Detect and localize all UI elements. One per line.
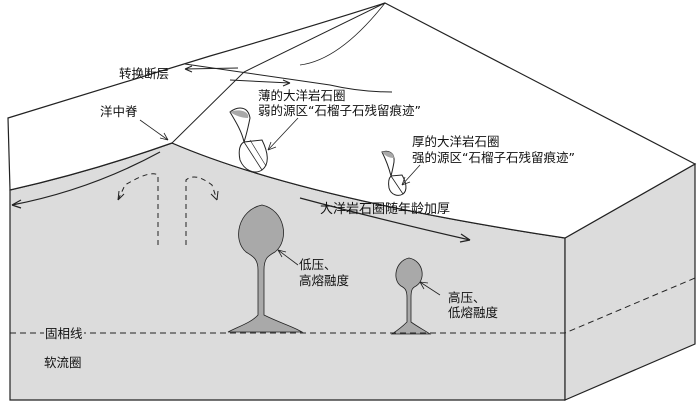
leader-ridge-head (159, 132, 169, 141)
spreading-arrow-right (299, 197, 471, 243)
label-low-pressure: 低压、 (299, 257, 337, 272)
label-mid-ocean-ridge: 洋中脊 (100, 104, 138, 119)
label-weak-garnet-signature: 弱的源区“石榴子石残留痕迹” (258, 103, 421, 118)
plume-high-pressure (390, 257, 432, 335)
leader-thick (401, 164, 421, 186)
leader-thick-head (401, 176, 411, 186)
garnet-residue-symbol-thick (381, 150, 407, 196)
flow-arrowhead-left (117, 190, 125, 201)
label-solidus: 固相线 (44, 326, 84, 341)
label-low-melting: 低熔融度 (448, 305, 499, 320)
label-thick-lithosphere: 厚的大洋岩石圈 (412, 134, 500, 149)
ridge-crest-line (171, 2, 386, 144)
leader-thin (267, 117, 299, 151)
spreading-arrow-left (11, 151, 161, 209)
leader-ridge (139, 119, 169, 141)
label-strong-garnet-signature: 强的源区“石榴子石残留痕迹” (412, 150, 575, 165)
label-lithosphere-thickening: 大洋岩石圈随年龄加厚 (320, 202, 451, 217)
label-transform-fault: 转换断层 (119, 66, 170, 81)
block-top-surface (7, 2, 697, 239)
transform-fault (184, 63, 393, 93)
leader-low-pressure-head (277, 249, 287, 258)
label-high-melting: 高熔融度 (299, 273, 350, 288)
solidus-line (10, 277, 696, 334)
leader-thin-head (267, 141, 277, 151)
label-high-pressure: 高压、 (448, 290, 486, 305)
plume-low-pressure (227, 204, 304, 333)
top-fold-line (299, 2, 386, 66)
leader-high-pressure-head (419, 281, 429, 290)
label-asthenosphere: 软流圈 (44, 355, 82, 370)
leader-high-pressure (419, 281, 441, 296)
garnet-residue-symbol-thin (229, 107, 268, 173)
label-thin-lithosphere: 薄的大洋岩石圈 (258, 88, 346, 103)
flow-arrowhead-right (210, 190, 219, 201)
mantle-flow-arrows (117, 173, 218, 245)
leader-low-pressure (277, 249, 299, 266)
